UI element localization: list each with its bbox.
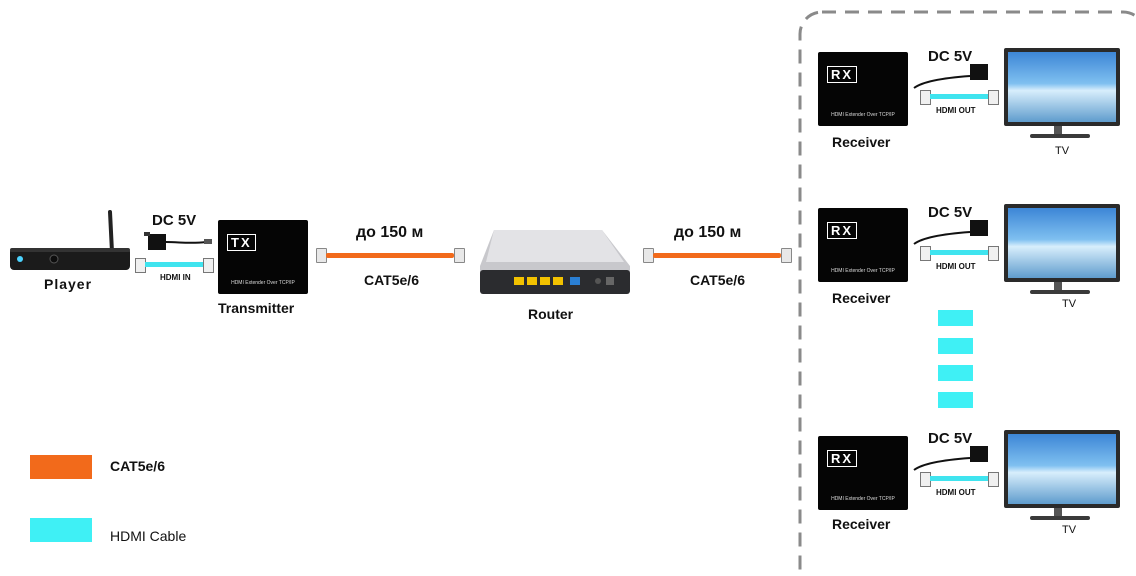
tx-badge: TX	[227, 234, 256, 251]
power-adapter-icon	[144, 232, 212, 250]
tv-label-1: TV	[1055, 145, 1070, 157]
rx2-adapter-icon	[913, 220, 988, 245]
rx-caption-3: HDMI Extender Over TCP/IP	[831, 496, 895, 502]
cat-cable-tx-router	[326, 253, 454, 258]
rx2-hdmi-out-label: HDMI OUT	[936, 262, 976, 271]
rx3-dc-label: DC 5V	[928, 430, 973, 447]
more-receivers-dot-3	[938, 365, 973, 381]
more-receivers-dot-4	[938, 392, 973, 408]
tv-2	[1000, 204, 1120, 294]
rx2-hdmi-cable	[930, 250, 988, 255]
transmitter-label: Transmitter	[218, 300, 295, 316]
receiver-box-3: RX HDMI Extender Over TCP/IP	[818, 436, 908, 510]
rx1-adapter-icon	[913, 64, 988, 89]
cat-plug-router-left	[454, 248, 465, 263]
rx-badge-3: RX	[827, 450, 858, 467]
rx-caption-2: HDMI Extender Over TCP/IP	[831, 268, 895, 274]
tv-label-2: TV	[1062, 298, 1077, 310]
hdmi-in-cable	[145, 262, 203, 267]
tv-screen-3	[1004, 430, 1120, 508]
rx1-hdmi-plug-right	[988, 90, 999, 105]
cat-label-right: CAT5e/6	[690, 272, 745, 288]
hdmi-in-plug-right	[203, 258, 214, 273]
distance-label-left: до 150 м	[356, 224, 424, 241]
rx1-hdmi-cable	[930, 94, 988, 99]
receiver-label-2: Receiver	[832, 290, 891, 306]
cat-label-left: CAT5e/6	[364, 272, 419, 288]
tv-3	[1000, 430, 1120, 520]
player-icon	[10, 210, 130, 270]
cat-plug-rx	[781, 248, 792, 263]
tv-screen-1	[1004, 48, 1120, 126]
tv-1	[1000, 48, 1120, 138]
rx-badge-1: RX	[827, 66, 858, 83]
receiver-box-1: RX HDMI Extender Over TCP/IP	[818, 52, 908, 126]
rx-badge-2: RX	[827, 222, 858, 239]
transmitter-box: TX HDMI Extender Over TCP/IP	[218, 220, 308, 294]
player-label: Player	[44, 276, 93, 292]
receiver-label-1: Receiver	[832, 134, 891, 150]
player-dc-label: DC 5V	[152, 212, 197, 229]
receiver-box-2: RX HDMI Extender Over TCP/IP	[818, 208, 908, 282]
hdmi-in-label: HDMI IN	[160, 273, 191, 282]
rx-caption-1: HDMI Extender Over TCP/IP	[831, 112, 895, 118]
rx2-dc-label: DC 5V	[928, 204, 973, 221]
rx2-hdmi-plug-right	[988, 246, 999, 261]
rx3-hdmi-plug-right	[988, 472, 999, 487]
more-receivers-dot-1	[938, 310, 973, 326]
distance-label-right: до 150 м	[674, 224, 742, 241]
more-receivers-dot-2	[938, 338, 973, 354]
router-label: Router	[528, 306, 574, 322]
rx3-hdmi-out-label: HDMI OUT	[936, 488, 976, 497]
player-device	[8, 210, 133, 270]
tv-label-3: TV	[1062, 524, 1077, 536]
rx1-hdmi-out-label: HDMI OUT	[936, 106, 976, 115]
legend-swatch-hdmi	[30, 518, 92, 542]
legend-label-hdmi: HDMI Cable	[110, 528, 187, 544]
receiver-label-3: Receiver	[832, 516, 891, 532]
tx-caption: HDMI Extender Over TCP/IP	[231, 280, 295, 286]
legend-label-cat: CAT5e/6	[110, 458, 165, 474]
rx1-dc-label: DC 5V	[928, 48, 973, 65]
rx3-adapter-icon	[913, 446, 988, 471]
legend-swatch-cat	[30, 455, 92, 479]
cat-cable-router-rx	[653, 253, 781, 258]
tv-screen-2	[1004, 204, 1120, 282]
router-icon	[480, 230, 630, 294]
rx3-hdmi-cable	[930, 476, 988, 481]
